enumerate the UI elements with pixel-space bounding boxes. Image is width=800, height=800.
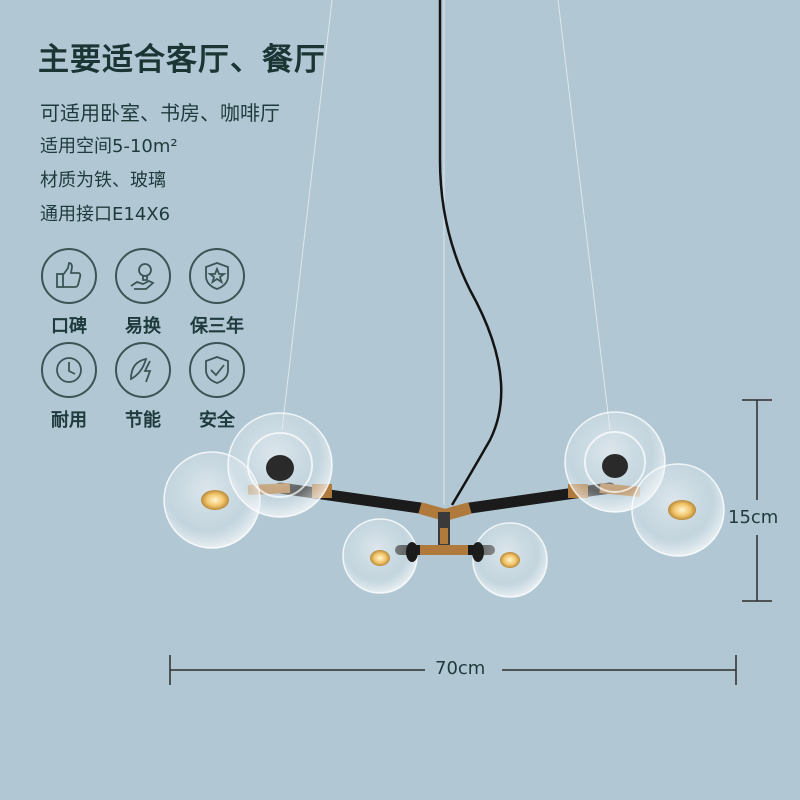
- clock-icon: [41, 342, 97, 398]
- height-dimension-label: 15cm: [728, 507, 779, 528]
- bulb-hand-icon: [115, 248, 171, 304]
- power-cable: [438, 0, 503, 506]
- glass-globe: [227, 412, 333, 518]
- height-dimension-line: [742, 399, 772, 602]
- feature-durable: 耐用: [38, 342, 100, 431]
- suspension-wires: [281, 0, 611, 505]
- feature-safe: 安全: [186, 342, 248, 431]
- feature-label: 节能: [125, 410, 161, 431]
- spec-list: 可适用卧室、书房、咖啡厅 适用空间5-10m² 材质为铁、玻璃 通用接口E14X…: [40, 96, 280, 232]
- glass-globe: [342, 518, 418, 594]
- width-dimension-label: 70cm: [435, 658, 486, 679]
- check-shield-icon: [189, 342, 245, 398]
- feature-label: 易换: [125, 316, 161, 337]
- glass-globe: [631, 463, 725, 557]
- spec-line: 通用接口E14X6: [40, 204, 171, 225]
- feature-easy-change: 易换: [112, 248, 174, 337]
- star-shield-icon: [189, 248, 245, 304]
- spec-line: 可适用卧室、书房、咖啡厅: [40, 101, 280, 125]
- headline: 主要适合客厅、餐厅: [38, 42, 326, 78]
- feature-grid: 口碑 易换 保三年 耐用: [38, 248, 248, 431]
- feature-label: 耐用: [51, 410, 87, 431]
- glass-globe: [472, 522, 548, 598]
- feature-label: 口碑: [51, 316, 87, 337]
- feature-warranty: 保三年: [186, 248, 248, 337]
- feature-label: 保三年: [190, 316, 244, 337]
- leaf-bolt-icon: [115, 342, 171, 398]
- feature-reputation: 口碑: [38, 248, 100, 337]
- width-dimension-line: [169, 655, 737, 685]
- feature-label: 安全: [199, 410, 235, 431]
- thumbs-up-icon: [41, 248, 97, 304]
- spec-line: 适用空间5-10m²: [40, 136, 178, 157]
- spec-line: 材质为铁、玻璃: [40, 170, 166, 191]
- feature-energy-saving: 节能: [112, 342, 174, 431]
